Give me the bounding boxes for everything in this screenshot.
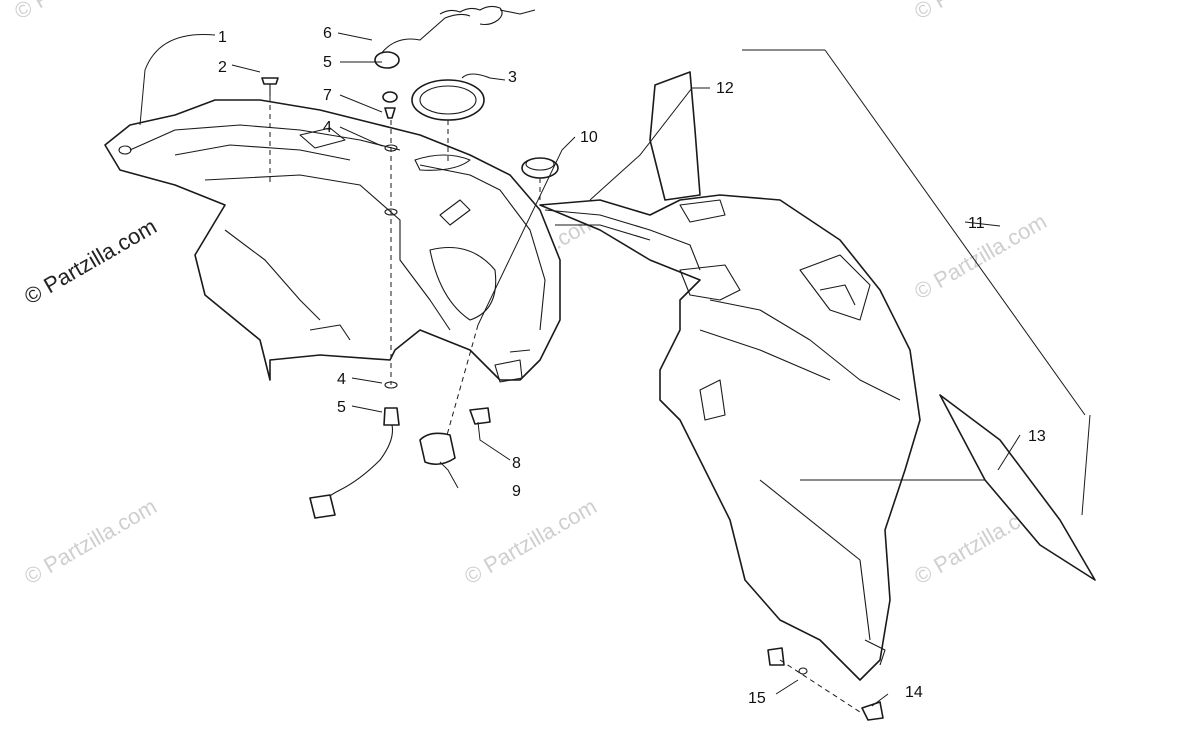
- callout-7: 7: [323, 87, 332, 104]
- callout-13: 13: [1028, 428, 1046, 445]
- right-side-panel: [539, 194, 990, 681]
- gasket-ring: [411, 79, 485, 121]
- callout-8: 8: [512, 455, 521, 472]
- callout-labels: 1 2 3 4 4 5 5 6 7 8 9 10 11 12 13 14 15: [218, 25, 1046, 707]
- callout-5: 5: [323, 54, 332, 71]
- callout-3: 3: [508, 69, 517, 86]
- watermark-main: © Partzilla.com: [20, 214, 161, 310]
- callout-4: 4: [323, 119, 332, 136]
- watermark-faint: © Partzilla.com: [460, 494, 601, 590]
- callout-6: 6: [323, 25, 332, 42]
- callout-10: 10: [580, 129, 598, 146]
- watermark-faint: © Partzilla.com: [10, 0, 151, 24]
- callout-14: 14: [905, 684, 923, 701]
- callout-15: 15: [748, 690, 766, 707]
- decal-13: [939, 394, 1096, 581]
- callout-4: 4: [337, 371, 346, 388]
- callout-12: 12: [716, 80, 734, 97]
- left-console-panel: [104, 99, 561, 383]
- hardware: [261, 77, 884, 721]
- callout-11: 11: [968, 215, 985, 232]
- watermark-faint: © Partzilla.com: [20, 494, 161, 590]
- callout-2: 2: [218, 59, 227, 76]
- callout-5: 5: [337, 399, 346, 416]
- tether-cord: [374, 5, 536, 69]
- callout-9: 9: [512, 483, 521, 500]
- decal-12: [649, 71, 701, 201]
- watermark-faint: © Partzilla.com: [910, 0, 1051, 24]
- leader-lines: [139, 32, 1091, 707]
- grommet: [521, 157, 559, 179]
- alignment-dashes: [269, 96, 861, 713]
- callout-1: 1: [218, 29, 227, 46]
